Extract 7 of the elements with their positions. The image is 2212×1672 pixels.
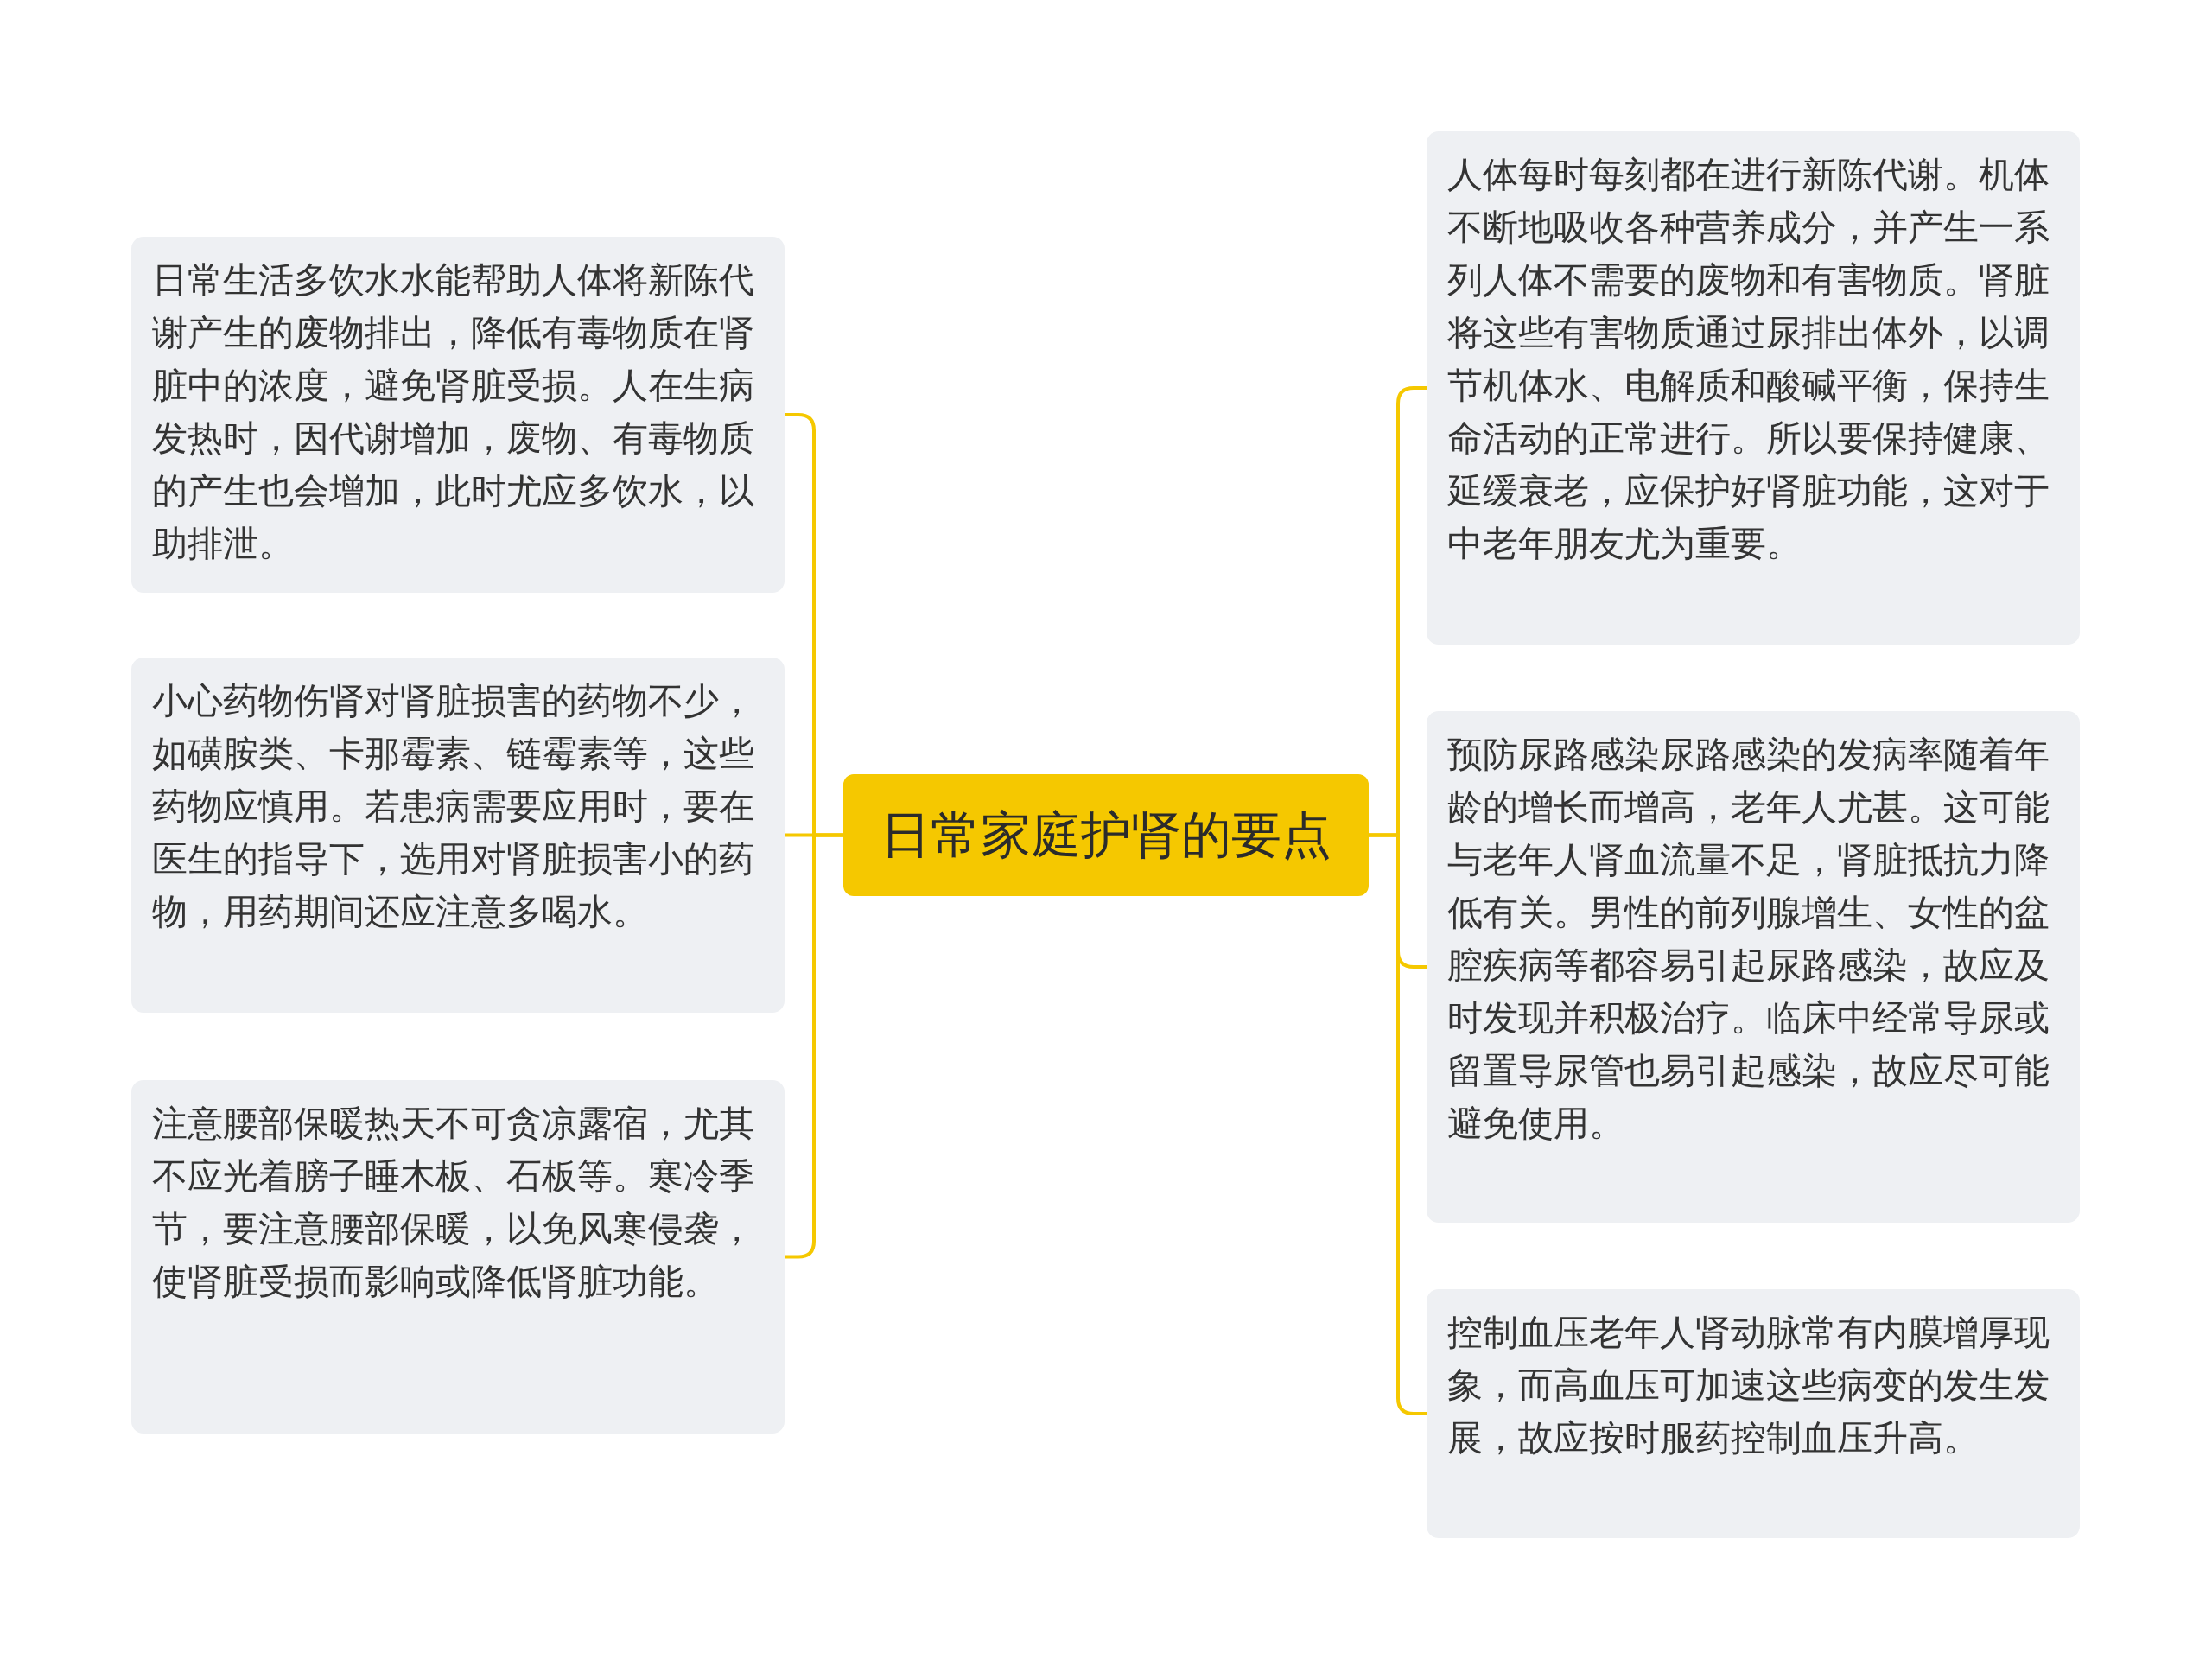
topic-card: 注意腰部保暖热天不可贪凉露宿，尤其不应光着膀子睡木板、石板等。寒冷季节，要注意腰部保暖，以免风寒侵袭，使肾脏受损而影响或降低肾脏功能。 [131,1080,785,1434]
topic-card: 人体每时每刻都在进行新陈代谢。机体不断地吸收各种营养成分，并产生一系列人体不需要的废物和有害物质。肾脏将这些有害物质通过尿排出体外，以调节机体水、电解质和酸碱平衡，保持生命活动的正常进行。所以要保持健康、延缓衰老，应保护好肾脏功能，这对于中老年朋友尤为重要。 [1427,131,2080,645]
topic-card: 小心药物伤肾对肾脏损害的药物不少，如磺胺类、卡那霉素、链霉素等，这些药物应慎用。若患病需要应用时，要在医生的指导下，选用对肾脏损害小的药物，用药期间还应注意多喝水。 [131,658,785,1013]
central-topic: 日常家庭护肾的要点 [843,774,1369,896]
topic-card: 控制血压老年人肾动脉常有内膜增厚现象，而高血压可加速这些病变的发生发展，故应按时服药控制血压升高。 [1427,1289,2080,1538]
topic-card: 预防尿路感染尿路感染的发病率随着年龄的增长而增高，老年人尤甚。这可能与老年人肾血流量不足，肾脏抵抗力降低有关。男性的前列腺增生、女性的盆腔疾病等都容易引起尿路感染，故应及时发现并积极治疗。临床中经常导尿或留置导尿管也易引起感染，故应尽可能避免使用。 [1427,711,2080,1223]
topic-card: 日常生活多饮水水能帮助人体将新陈代谢产生的废物排出，降低有毒物质在肾脏中的浓度，避免肾脏受损。人在生病发热时，因代谢增加，废物、有毒物质的产生也会增加，此时尤应多饮水，以助排泄。 [131,237,785,593]
